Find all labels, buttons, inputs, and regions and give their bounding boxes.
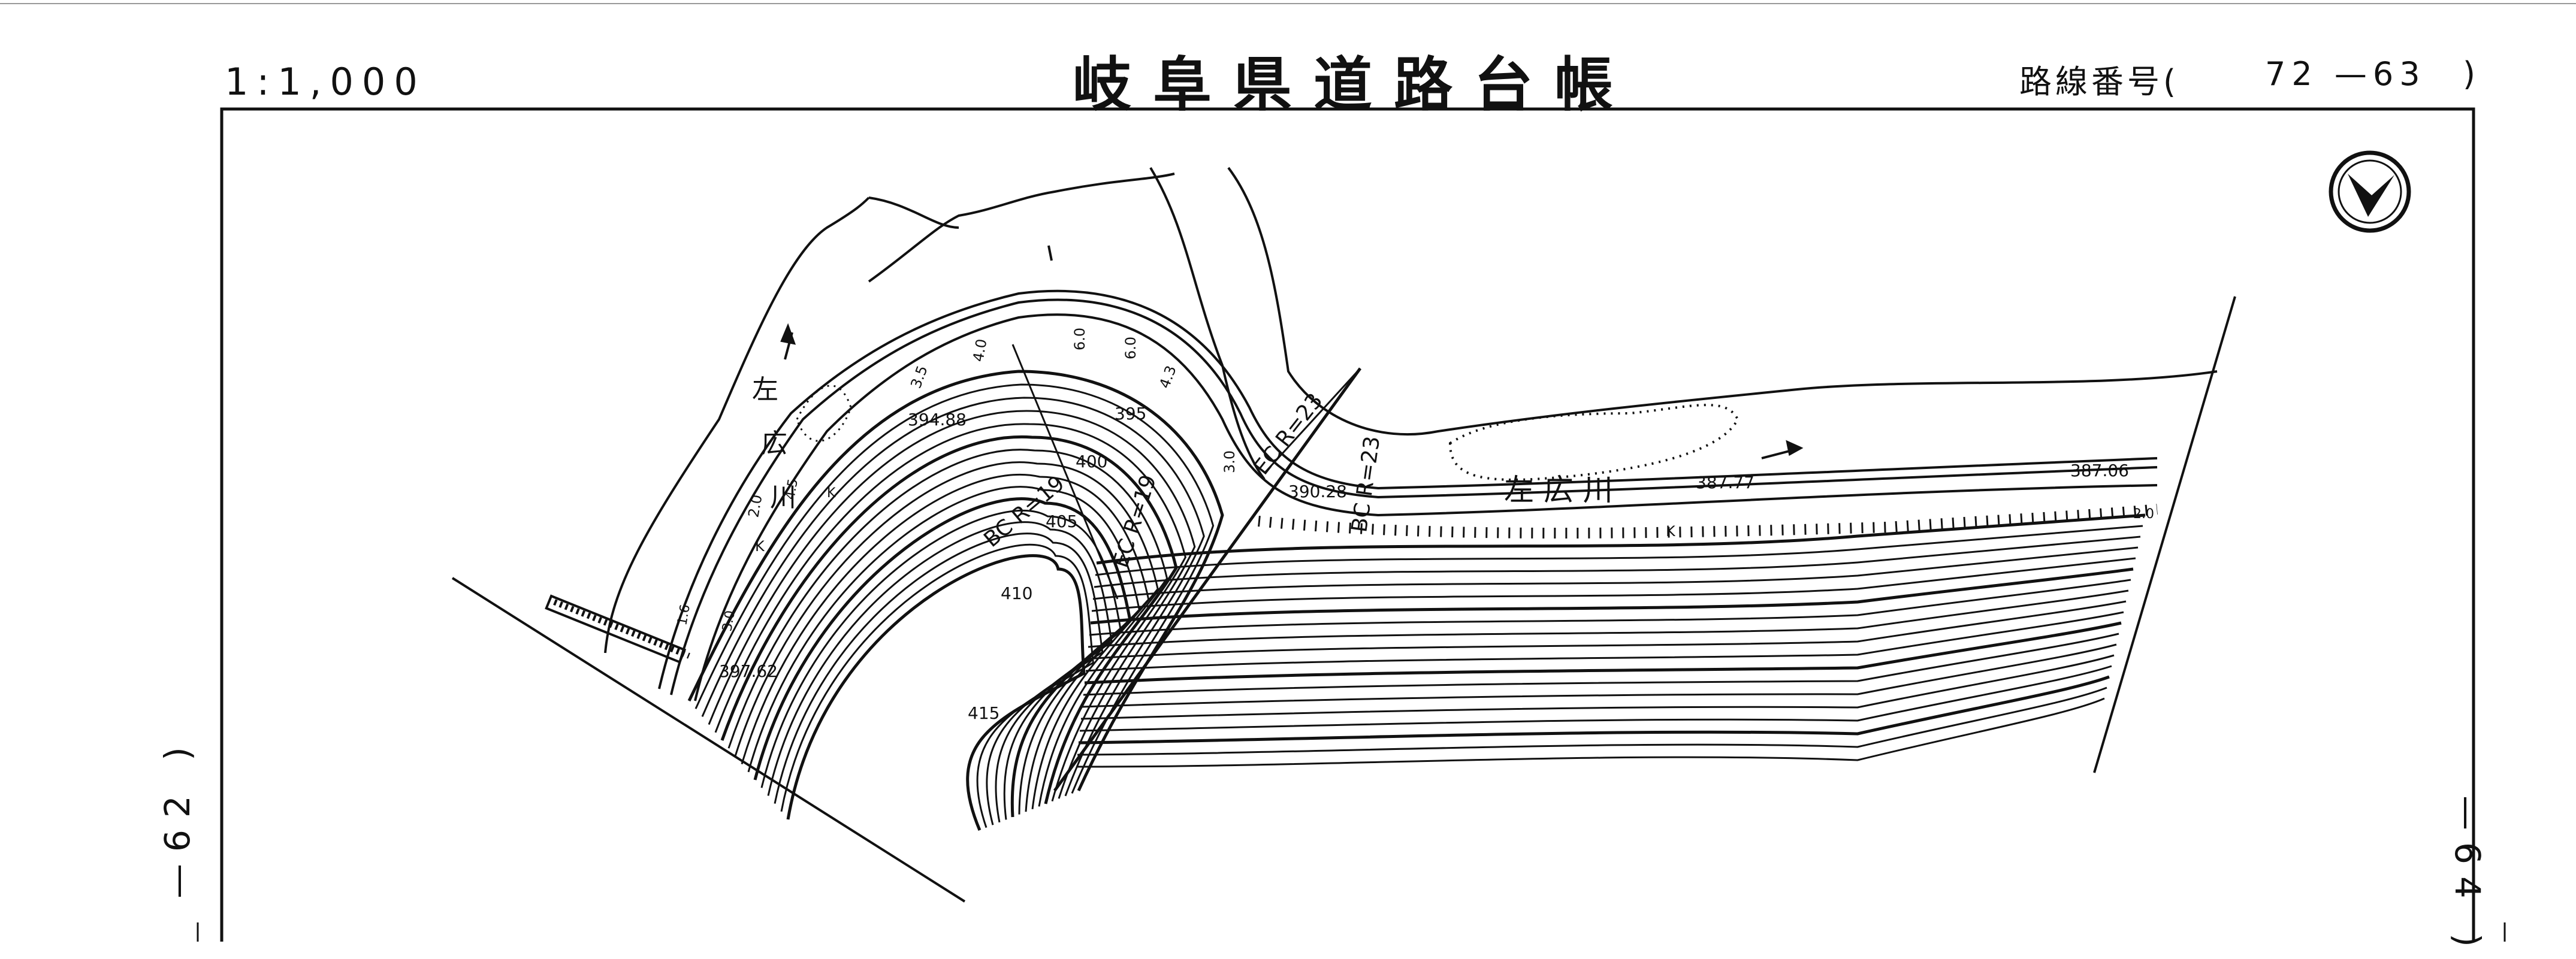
contour-line bbox=[1083, 633, 2119, 696]
road-width-4: 6.0 bbox=[1122, 337, 1139, 359]
map-frame bbox=[220, 107, 2475, 942]
contour-line bbox=[760, 509, 1122, 820]
contour-line bbox=[1089, 579, 2131, 636]
contour-line bbox=[720, 435, 1178, 804]
road-width-5: 4.3 bbox=[1156, 364, 1179, 391]
contour-line bbox=[701, 397, 1205, 797]
symbol-k-2: K bbox=[1666, 523, 1676, 540]
contour-line bbox=[708, 410, 1196, 799]
route-number-value: 72 —63 bbox=[2265, 55, 2426, 93]
road bbox=[658, 289, 2158, 701]
spot-height-3: 387.77 bbox=[1696, 473, 1754, 492]
route-number-close: ) bbox=[2463, 55, 2476, 93]
road-width-8: 4.5 bbox=[783, 477, 801, 501]
contour-line bbox=[1094, 536, 2141, 588]
contour-label-410: 410 bbox=[1001, 583, 1032, 603]
road-width-1: 3.5 bbox=[907, 364, 931, 391]
contour-line bbox=[1084, 621, 2122, 685]
road-width-6: 3.0 bbox=[1221, 450, 1238, 473]
contour-line bbox=[1079, 665, 2112, 732]
contour-line bbox=[767, 521, 1113, 823]
contour-line bbox=[774, 533, 1104, 825]
contour-line bbox=[1085, 611, 2124, 672]
north-arrow-icon bbox=[2329, 150, 2411, 233]
contour-line bbox=[1080, 654, 2115, 720]
symbol-k-3: K bbox=[827, 486, 836, 501]
contour-label-405: 405 bbox=[1046, 512, 1077, 531]
route-number-label: 路線番号( bbox=[2019, 63, 2180, 101]
sandbar-left bbox=[796, 385, 852, 442]
curve-radius-line-2 bbox=[1263, 367, 1361, 474]
curve-radius-line bbox=[1011, 344, 1119, 600]
road-width-10: 1.6 bbox=[675, 603, 693, 627]
match-line-right bbox=[2093, 296, 2236, 773]
spot-height-2: 390.28 bbox=[1288, 482, 1347, 501]
spot-height-5: 397.62 bbox=[719, 661, 778, 681]
slope-hatch bbox=[1258, 504, 2158, 539]
spot-height-4: 387.06 bbox=[2070, 461, 2129, 480]
map-labels: 左 広 川 左 広 川 EC R=23 BC R=23 BC R=19 EC R… bbox=[675, 328, 2154, 723]
contour-line bbox=[734, 461, 1159, 809]
river-label-lower: 左 広 川 bbox=[1504, 473, 1613, 507]
contour-line bbox=[1088, 589, 2129, 648]
river-label-upper-3: 川 bbox=[770, 482, 796, 513]
contour-line bbox=[753, 497, 1132, 818]
contour-line bbox=[1096, 513, 2146, 565]
road-width-9: 3.0 bbox=[720, 609, 738, 633]
contour-line bbox=[714, 423, 1186, 802]
contour-label-400: 400 bbox=[1076, 452, 1107, 471]
road-width-3: 6.0 bbox=[1071, 328, 1088, 350]
contour-line bbox=[786, 554, 1086, 831]
contour-line bbox=[1078, 675, 2110, 745]
contour-line bbox=[741, 473, 1150, 812]
road-width-2: 4.0 bbox=[970, 338, 990, 363]
river-label-upper-2: 広 bbox=[761, 428, 787, 459]
map-scale: 1:1,000 bbox=[225, 60, 426, 104]
contour-line bbox=[1091, 557, 2136, 612]
symbol-k-1: K bbox=[755, 538, 765, 555]
contour-label-415: 415 bbox=[968, 703, 999, 723]
contour-label-395: 395 bbox=[1115, 404, 1146, 423]
contour-line bbox=[1082, 643, 2117, 708]
contour-line bbox=[687, 370, 1224, 792]
flow-arrow-icon bbox=[780, 245, 1804, 459]
contour-line bbox=[780, 543, 1095, 828]
contour-line bbox=[747, 486, 1141, 815]
contour-line bbox=[694, 383, 1215, 794]
contour-line bbox=[1092, 546, 2139, 600]
match-line-left bbox=[451, 577, 966, 903]
road-width-11: 2.0 bbox=[2133, 507, 2154, 522]
contour-line bbox=[727, 449, 1168, 807]
river-label-upper-1: 左 bbox=[752, 374, 778, 405]
contour-line bbox=[1077, 686, 2107, 756]
contour-line bbox=[1076, 697, 2105, 768]
contour-line bbox=[1086, 600, 2127, 660]
sandbar bbox=[1448, 404, 1740, 481]
road-width-7: 2.0 bbox=[745, 494, 765, 519]
contour-lines bbox=[687, 370, 2146, 831]
river-banks bbox=[604, 167, 2218, 654]
bridge bbox=[545, 594, 690, 664]
spot-height-1: 394.88 bbox=[908, 410, 967, 429]
contour-line bbox=[1095, 525, 2143, 576]
contour-line bbox=[1090, 567, 2134, 625]
